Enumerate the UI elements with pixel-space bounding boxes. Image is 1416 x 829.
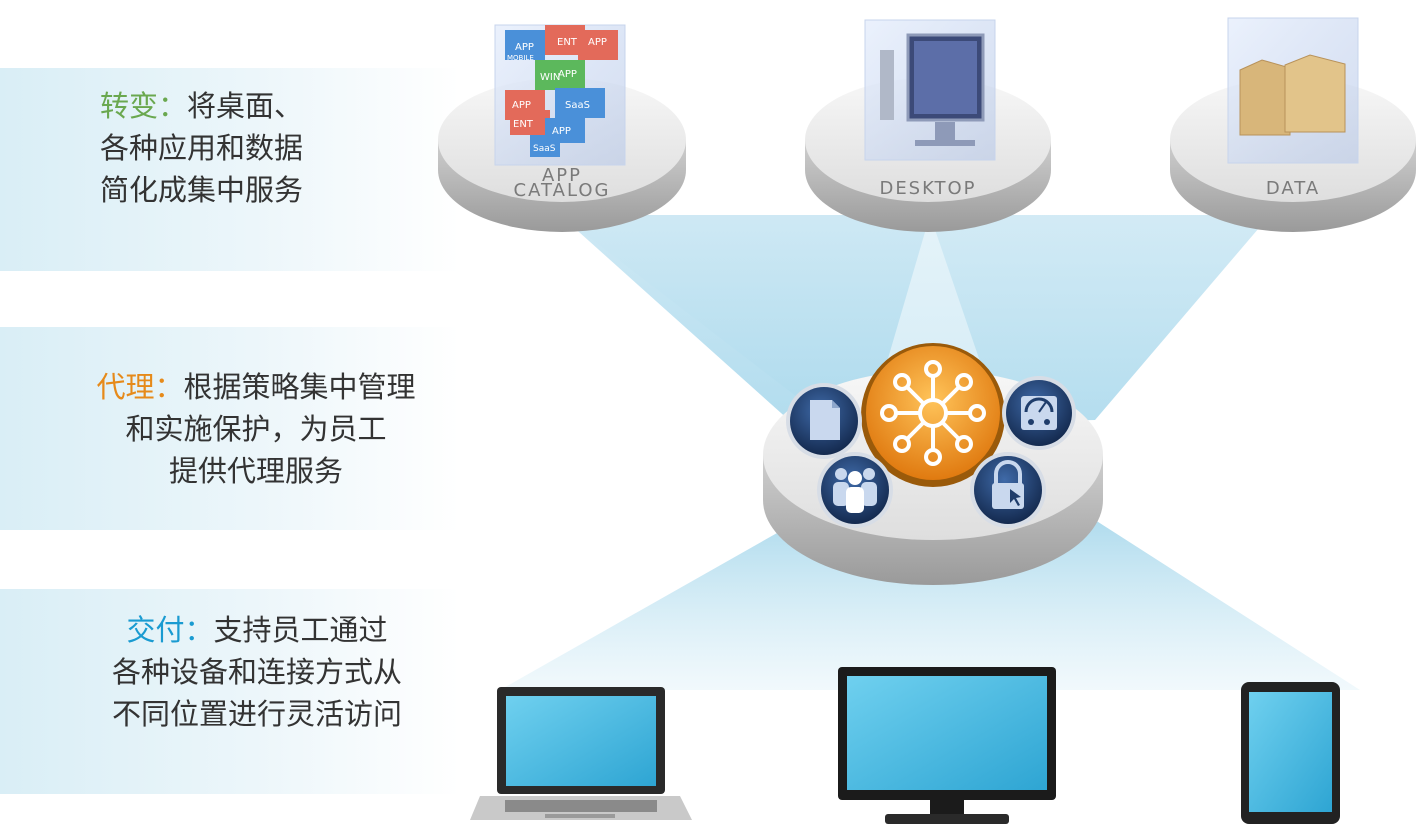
- svg-text:APP: APP: [515, 42, 534, 53]
- data-label: DATA: [1266, 178, 1320, 199]
- transform-text: 转变：将桌面、 各种应用和数据 简化成集中服务: [100, 89, 304, 207]
- monitor-device: [838, 667, 1056, 824]
- app-catalog-label-line1: APP: [542, 165, 582, 186]
- data-platform: DATA: [1170, 17, 1416, 232]
- upper-beams: [560, 215, 1270, 430]
- tablet-device: [1241, 682, 1340, 824]
- users-icon: [817, 452, 893, 528]
- transform-keyword: 转变: [100, 89, 159, 123]
- desktop-pc-icon: [864, 19, 996, 161]
- deliver-text: 交付：支持员工通过 各种设备和连接方式从 不同位置进行灵活访问: [111, 613, 402, 731]
- svg-text:APP: APP: [558, 69, 577, 80]
- lock-icon: [970, 452, 1046, 528]
- svg-text:APP: APP: [588, 37, 607, 48]
- desktop-platform: DESKTOP: [805, 19, 1051, 232]
- app-catalog-label-line2: CATALOG: [514, 180, 611, 201]
- document-icon: [786, 383, 862, 459]
- svg-text:ENT: ENT: [513, 119, 534, 130]
- deliver-keyword: 交付: [126, 613, 185, 647]
- broker-band: [0, 327, 460, 530]
- svg-text:MOBILE: MOBILE: [507, 54, 534, 62]
- deliver-band: [0, 589, 460, 794]
- lower-beams: [500, 520, 1360, 690]
- svg-text:APP: APP: [552, 126, 571, 137]
- desktop-label: DESKTOP: [879, 178, 976, 199]
- folder-icon: [1227, 17, 1359, 164]
- svg-text:APP: APP: [512, 100, 531, 111]
- svg-text:WIN: WIN: [540, 72, 560, 83]
- broker-keyword: 代理: [96, 370, 155, 404]
- network-hub-icon: [861, 343, 1005, 487]
- transform-band: [0, 68, 460, 271]
- gauge-icon: [1002, 376, 1076, 450]
- app-cubes: APP MOBILE ENT APP WIN APP APP SaaS ENT …: [494, 24, 626, 166]
- app-catalog-platform: APP MOBILE ENT APP WIN APP APP SaaS ENT …: [438, 24, 686, 232]
- broker-text: 代理：根据策略集中管理 和实施保护，为员工 提供代理服务: [96, 370, 416, 488]
- svg-text:SaaS: SaaS: [533, 144, 556, 154]
- laptop-device: [470, 687, 692, 820]
- svg-text:SaaS: SaaS: [565, 100, 590, 111]
- svg-text:ENT: ENT: [557, 37, 578, 48]
